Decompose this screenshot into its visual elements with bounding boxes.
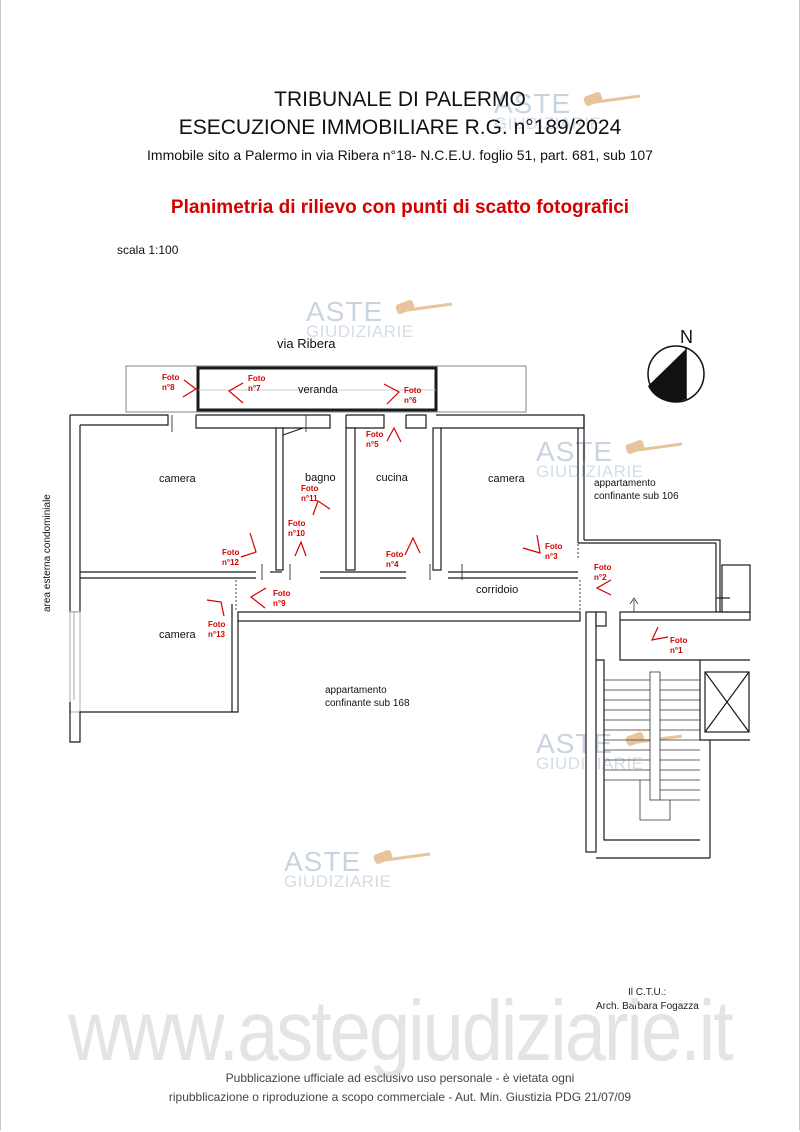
neighbor-sub106-line2: confinante sub 106	[594, 491, 679, 502]
north-label: N	[680, 327, 693, 347]
street-label: via Ribera	[277, 336, 336, 351]
svg-text:Foto: Foto	[404, 386, 421, 395]
aste-watermark-logo: ASTE GIUDIZIARIE	[536, 436, 683, 486]
gavel-icon	[373, 850, 431, 864]
neighbor-sub168-line2: confinante sub 168	[325, 698, 410, 709]
aste-watermark-logo: ASTE GIUDIZIARIE	[306, 296, 453, 346]
svg-text:n°10: n°10	[288, 529, 306, 538]
svg-text:Foto: Foto	[273, 589, 290, 598]
svg-text:n°8: n°8	[162, 383, 175, 392]
svg-text:n°13: n°13	[208, 630, 226, 639]
svg-text:n°12: n°12	[222, 558, 240, 567]
svg-text:Foto: Foto	[222, 548, 239, 557]
svg-text:Foto: Foto	[670, 636, 687, 645]
svg-text:Foto: Foto	[288, 519, 305, 528]
svg-text:Foto: Foto	[248, 374, 265, 383]
svg-text:Foto: Foto	[545, 542, 562, 551]
svg-text:Foto: Foto	[386, 550, 403, 559]
ctu-role: Il C.T.U.:	[628, 987, 667, 998]
north-compass-icon	[647, 345, 705, 403]
veranda-wall	[196, 366, 438, 412]
watermark-aste-text: ASTE	[536, 436, 614, 467]
watermark-giudiziarie-text: GIUDIZIARIE	[284, 872, 392, 891]
procedure-title: ESECUZIONE IMMOBILIARE R.G. n°189/2024	[178, 116, 622, 139]
watermark-aste-text: ASTE	[536, 728, 614, 759]
svg-text:Foto: Foto	[594, 563, 611, 572]
watermark-giudiziarie-text: GIUDIZIARIE	[494, 114, 602, 133]
svg-text:n°5: n°5	[366, 440, 379, 449]
room-cucina: cucina	[376, 472, 409, 484]
walls	[69, 365, 751, 859]
svg-text:n°1: n°1	[670, 646, 683, 655]
plan-title: Planimetria di rilievo con punti di scat…	[170, 197, 630, 218]
room-corridoio: corridoio	[476, 584, 518, 596]
watermark-aste-text: ASTE	[306, 296, 384, 327]
gavel-icon	[625, 440, 683, 454]
svg-text:Foto: Foto	[366, 430, 383, 439]
gavel-icon	[395, 300, 453, 314]
footer-line-2: ripubblicazione o riproduzione a scopo c…	[168, 1090, 632, 1104]
watermark-aste-text: ASTE	[494, 88, 572, 119]
svg-text:n°4: n°4	[386, 560, 399, 569]
svg-text:n°7: n°7	[248, 384, 261, 393]
svg-text:Foto: Foto	[162, 373, 179, 382]
room-bagno: bagno	[305, 472, 336, 484]
court-title: TRIBUNALE DI PALERMO	[274, 88, 526, 111]
website-watermark: www.astegiudiziarie.it	[68, 982, 733, 1079]
aste-watermark-logo: ASTE GIUDIZIARIE	[536, 728, 683, 778]
svg-text:Foto: Foto	[208, 620, 225, 629]
svg-text:n°3: n°3	[545, 552, 558, 561]
neighbor-sub106-line1: appartamento	[594, 478, 656, 489]
svg-text:n°9: n°9	[273, 599, 286, 608]
svg-text:n°2: n°2	[594, 573, 607, 582]
room-camera-bottom: camera	[159, 629, 197, 641]
aste-watermark-logo: ASTE GIUDIZIARIE	[494, 88, 641, 138]
svg-text:Foto: Foto	[301, 484, 318, 493]
aste-watermark-logo: ASTE GIUDIZIARIE	[284, 846, 431, 896]
neighbor-sub168-line1: appartamento	[325, 685, 387, 696]
watermark-giudiziarie-text: GIUDIZIARIE	[306, 322, 414, 341]
gavel-icon	[583, 92, 641, 106]
svg-text:n°6: n°6	[404, 396, 417, 405]
ctu-name: Arch. Barbara Fogazza	[596, 1001, 699, 1012]
side-area-label: area esterna condominiale	[42, 494, 53, 612]
doors	[73, 415, 581, 700]
stair-steps	[604, 597, 700, 821]
watermark-giudiziarie-text: GIUDIZIARIE	[536, 462, 644, 481]
room-veranda: veranda	[298, 384, 339, 396]
watermark-aste-text: ASTE	[284, 846, 362, 877]
property-description: Immobile sito a Palermo in via Ribera n°…	[147, 147, 653, 163]
footer-line-1: Pubblicazione ufficiale ad esclusivo uso…	[225, 1071, 575, 1085]
veranda-outline	[125, 365, 527, 413]
scale-label: scala 1:100	[117, 243, 179, 257]
room-camera-left: camera	[159, 473, 197, 485]
floor-plan: N via Ribera veranda camera bagno cucina…	[42, 327, 751, 859]
svg-text:n°11: n°11	[301, 494, 318, 503]
room-camera-right: camera	[488, 473, 526, 485]
